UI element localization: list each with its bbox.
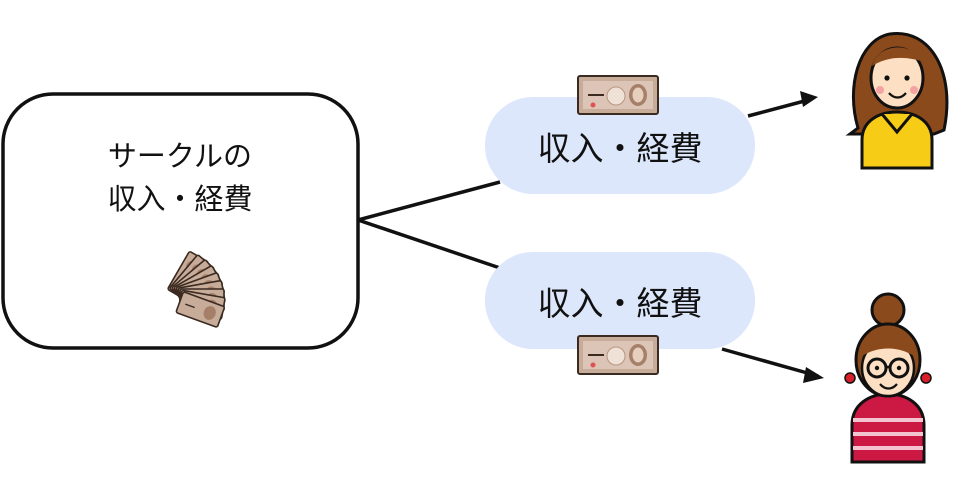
connector-top	[357, 180, 501, 222]
arrow-bottom	[721, 347, 819, 378]
woman-glasses-icon	[844, 292, 932, 464]
branch-bottom-label: 収入・経費	[538, 284, 703, 323]
source-box	[1, 92, 360, 350]
woman-yellow-icon	[845, 31, 949, 170]
branch-bottom-pill	[485, 252, 755, 349]
banknote-icon	[577, 335, 659, 375]
connector-bottom	[357, 218, 501, 270]
arrow-top	[747, 97, 813, 118]
source-box-title-line1: サークルの	[108, 139, 252, 173]
source-box-title-line2: 収入・経費	[107, 182, 252, 216]
arrow-bottom-head-icon	[803, 367, 824, 383]
branch-top-pill	[485, 97, 755, 194]
banknote-icon	[577, 75, 659, 115]
branch-top-label: 収入・経費	[538, 129, 703, 168]
arrow-top-head-icon	[800, 91, 818, 107]
